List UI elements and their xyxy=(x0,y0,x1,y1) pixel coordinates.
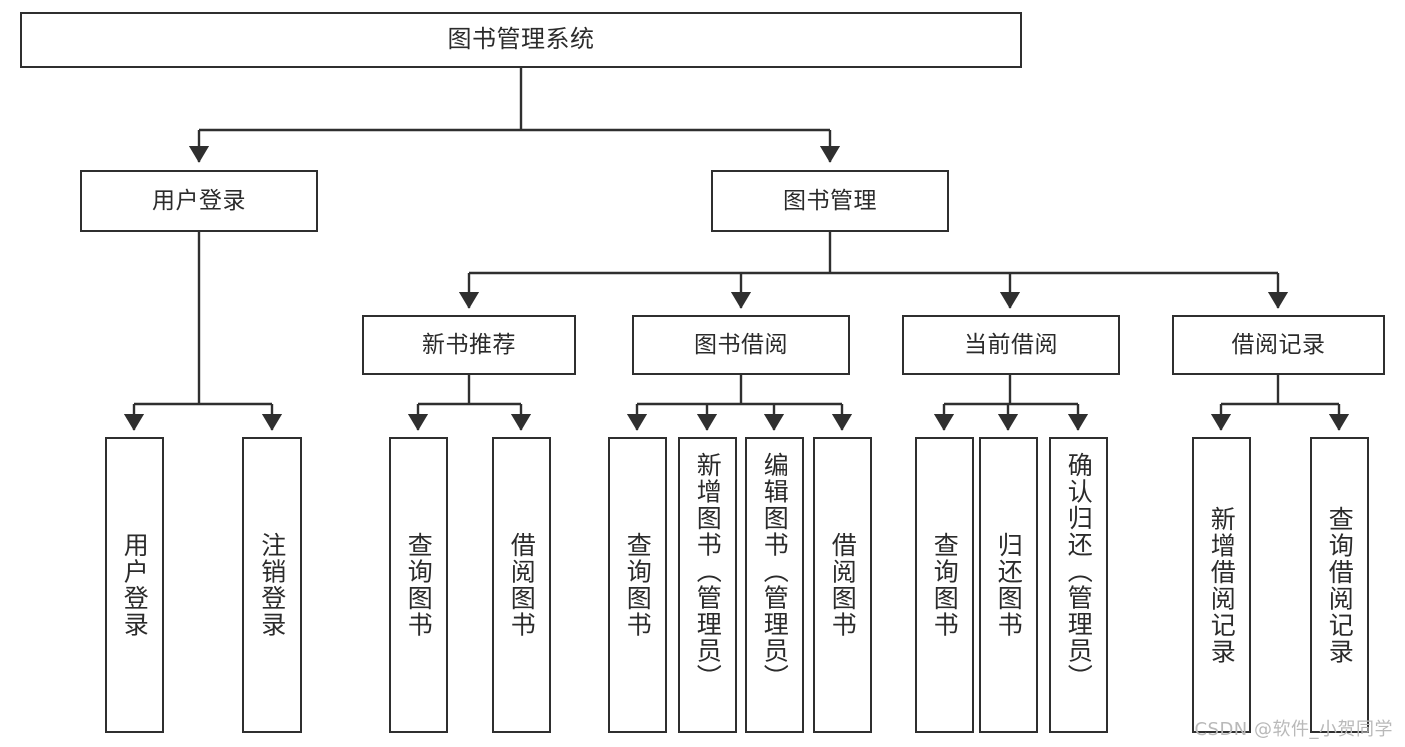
node-root-system[interactable]: 图书管理系统 xyxy=(20,12,1022,68)
node-label: 查询图书 xyxy=(930,532,960,638)
node-label: 确认归还（管理员） xyxy=(1064,452,1094,691)
node-label: 注销登录 xyxy=(257,532,287,638)
leaf-user-login-logout[interactable]: 注销登录 xyxy=(242,437,302,733)
node-label: 用户登录 xyxy=(152,187,246,214)
node-label: 图书管理系统 xyxy=(447,25,595,54)
node-user-login[interactable]: 用户登录 xyxy=(80,170,318,232)
leaf-user-login-login[interactable]: 用户登录 xyxy=(105,437,164,733)
node-book-management[interactable]: 图书管理 xyxy=(711,170,949,232)
leaf-new-book-borrow-book[interactable]: 借阅图书 xyxy=(492,437,551,733)
leaf-new-book-query-book[interactable]: 查询图书 xyxy=(389,437,448,733)
node-new-book-recommend[interactable]: 新书推荐 xyxy=(362,315,576,375)
node-label: 用户登录 xyxy=(120,532,150,638)
node-borrow-records[interactable]: 借阅记录 xyxy=(1172,315,1385,375)
node-label: 归还图书 xyxy=(994,532,1024,638)
node-current-borrow[interactable]: 当前借阅 xyxy=(902,315,1120,375)
leaf-borrow-add-book-admin[interactable]: 新增图书（管理员） xyxy=(678,437,737,733)
leaf-borrow-borrow-book[interactable]: 借阅图书 xyxy=(813,437,872,733)
leaf-borrow-query-book[interactable]: 查询图书 xyxy=(608,437,667,733)
node-label: 查询图书 xyxy=(623,532,653,638)
node-label: 借阅图书 xyxy=(828,532,858,638)
leaf-current-return-book[interactable]: 归还图书 xyxy=(979,437,1038,733)
node-label: 图书借阅 xyxy=(694,331,788,358)
leaf-current-confirm-return-admin[interactable]: 确认归还（管理员） xyxy=(1049,437,1108,733)
node-label: 新书推荐 xyxy=(422,331,516,358)
node-label: 编辑图书（管理员） xyxy=(760,452,790,691)
leaf-current-query-book[interactable]: 查询图书 xyxy=(915,437,974,733)
node-label: 当前借阅 xyxy=(964,331,1058,358)
node-label: 图书管理 xyxy=(783,187,877,214)
node-label: 查询借阅记录 xyxy=(1325,505,1355,665)
node-label: 借阅图书 xyxy=(507,532,537,638)
node-label: 新增借阅记录 xyxy=(1207,505,1237,665)
node-book-borrow[interactable]: 图书借阅 xyxy=(632,315,850,375)
node-label: 查询图书 xyxy=(404,532,434,638)
leaf-records-add-record[interactable]: 新增借阅记录 xyxy=(1192,437,1251,733)
leaf-records-query-record[interactable]: 查询借阅记录 xyxy=(1310,437,1369,733)
node-label: 新增图书（管理员） xyxy=(693,452,723,691)
leaf-borrow-edit-book-admin[interactable]: 编辑图书（管理员） xyxy=(745,437,804,733)
node-label: 借阅记录 xyxy=(1231,331,1326,358)
